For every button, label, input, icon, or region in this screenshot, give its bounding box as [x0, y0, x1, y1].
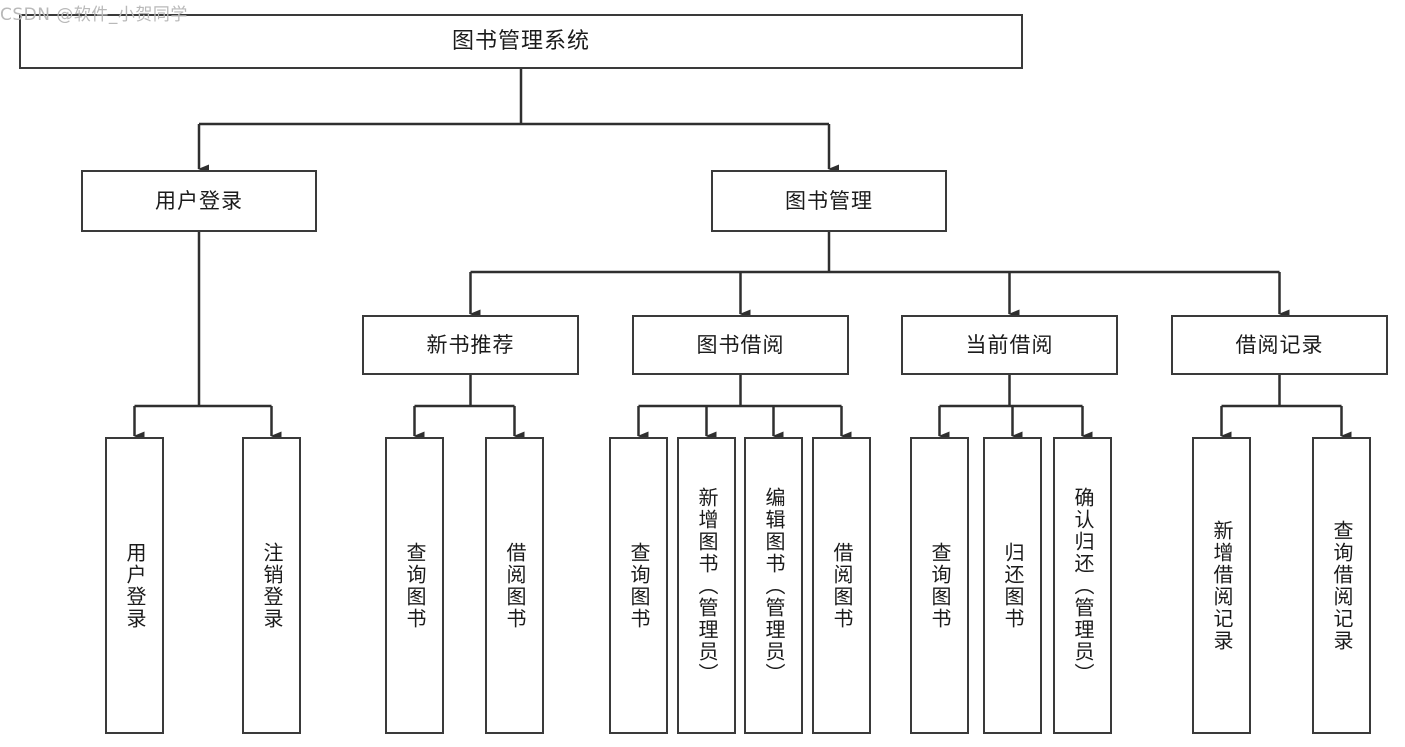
node-leaf-add-book-admin[interactable]: 新增图书（管理员） [677, 437, 736, 734]
connector-layer [133, 69, 1352, 441]
node-leaf-query-book-3[interactable]: 查询图书 [910, 437, 969, 734]
node-label: 新增图书（管理员） [695, 486, 719, 685]
node-leaf-add-borrow-record[interactable]: 新增借阅记录 [1192, 437, 1251, 734]
node-label: 借阅图书 [503, 541, 527, 630]
node-leaf-borrow-book-2[interactable]: 借阅图书 [812, 437, 871, 734]
node-label: 编辑图书（管理员） [762, 486, 786, 685]
node-leaf-logout-login[interactable]: 注销登录 [242, 437, 301, 734]
node-leaf-query-borrow-record[interactable]: 查询借阅记录 [1312, 437, 1371, 734]
node-leaf-confirm-return-admin[interactable]: 确认归还（管理员） [1053, 437, 1112, 734]
node-leaf-query-book-1[interactable]: 查询图书 [385, 437, 444, 734]
node-label: 归还图书 [1001, 541, 1025, 630]
node-leaf-edit-book-admin[interactable]: 编辑图书（管理员） [744, 437, 803, 734]
node-leaf-user-login[interactable]: 用户登录 [105, 437, 164, 734]
node-root[interactable]: 图书管理系统 [19, 14, 1023, 69]
node-new-book-recommend[interactable]: 新书推荐 [362, 315, 579, 375]
node-label: 当前借阅 [965, 332, 1054, 357]
node-label: 查询借阅记录 [1330, 519, 1354, 652]
node-label: 确认归还（管理员） [1071, 486, 1095, 685]
node-label: 注销登录 [260, 541, 284, 630]
node-user-login[interactable]: 用户登录 [81, 170, 317, 232]
node-book-borrow[interactable]: 图书借阅 [632, 315, 849, 375]
node-leaf-query-book-2[interactable]: 查询图书 [609, 437, 668, 734]
node-label: 用户登录 [123, 541, 147, 630]
node-label: 新书推荐 [426, 332, 515, 357]
node-label: 借阅记录 [1235, 332, 1324, 357]
node-book-management[interactable]: 图书管理 [711, 170, 947, 232]
node-label: 图书管理 [785, 188, 873, 213]
node-leaf-borrow-book-1[interactable]: 借阅图书 [485, 437, 544, 734]
node-label: 借阅图书 [830, 541, 854, 630]
node-current-borrow[interactable]: 当前借阅 [901, 315, 1118, 375]
node-label: 图书借阅 [696, 332, 785, 357]
csdn-watermark: CSDN @软件_小贺同学 [0, 5, 188, 25]
node-label: 新增借阅记录 [1210, 519, 1234, 652]
node-label: 查询图书 [928, 541, 952, 630]
node-label: 查询图书 [627, 541, 651, 630]
node-borrow-record[interactable]: 借阅记录 [1171, 315, 1388, 375]
node-label: 查询图书 [403, 541, 427, 630]
node-leaf-return-book[interactable]: 归还图书 [983, 437, 1042, 734]
node-label: 用户登录 [155, 188, 243, 213]
node-label: 图书管理系统 [451, 28, 590, 54]
